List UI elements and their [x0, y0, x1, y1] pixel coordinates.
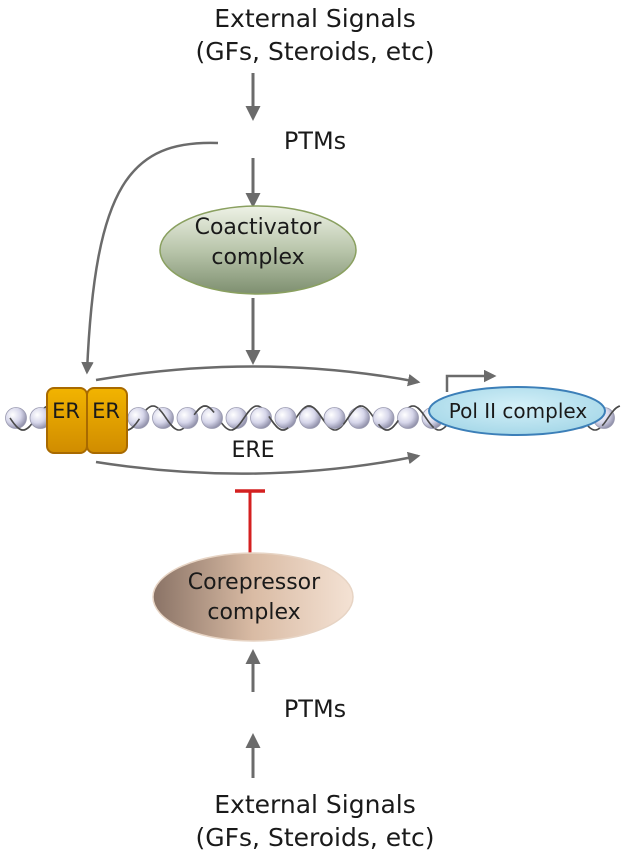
- nucleosome-bead: [274, 407, 297, 429]
- top-external-signals-label: External Signals (GFs, Steroids, etc): [0, 2, 630, 68]
- coactivator-line1: Coactivator: [194, 215, 322, 240]
- corepressor-complex-label: Corepressor complex: [154, 568, 354, 628]
- top-ptms-label: PTMs: [283, 127, 347, 155]
- coactivator-complex-label: Coactivator complex: [160, 213, 356, 273]
- bottom-external-signals-label: External Signals (GFs, Steroids, etc): [0, 788, 630, 854]
- er-right-box: [86, 387, 128, 454]
- nucleosome-bead: [250, 407, 272, 429]
- bottom-signals-line1: External Signals: [214, 790, 416, 819]
- er-left-label: ER: [52, 399, 80, 423]
- transcription-start-arrow: [445, 369, 497, 392]
- top-signals-line1: External Signals: [214, 4, 416, 33]
- er-right-label: ER: [92, 399, 120, 423]
- nucleosome-bead: [152, 407, 174, 429]
- nucleosome-bead: [5, 407, 27, 429]
- pol2-complex-shape: [428, 386, 606, 436]
- nucleosome-bead: [348, 407, 370, 429]
- corepressor-line1: Corepressor: [187, 570, 321, 595]
- top-signals-line2: (GFs, Steroids, etc): [195, 37, 435, 66]
- arrow-er-to-pol2-lower: [95, 451, 421, 475]
- pol2-complex-label: Pol II complex: [448, 399, 588, 423]
- ere-label: ERE: [231, 438, 275, 463]
- nucleosome-bead: [323, 407, 346, 429]
- nucleosome-bead: [397, 407, 419, 429]
- coactivator-line2: complex: [211, 245, 305, 270]
- corepressor-line2: complex: [207, 600, 301, 625]
- coactivator-complex-shape: [159, 205, 357, 295]
- arrow-er-to-pol2-upper: [95, 365, 421, 387]
- dna-backbone-front: [9, 405, 621, 431]
- nucleosome-bead: [127, 407, 150, 429]
- bottom-signals-line2: (GFs, Steroids, etc): [195, 823, 435, 852]
- corepressor-complex-shape: [152, 552, 354, 642]
- arrow-ptms-to-er: [81, 141, 219, 375]
- nucleosome-bead: [299, 407, 321, 429]
- nucleosome-bead: [176, 407, 199, 429]
- nucleosome-bead: [201, 407, 223, 429]
- bottom-ptms-label: PTMs: [283, 695, 347, 723]
- nucleosome-bead: [372, 407, 395, 429]
